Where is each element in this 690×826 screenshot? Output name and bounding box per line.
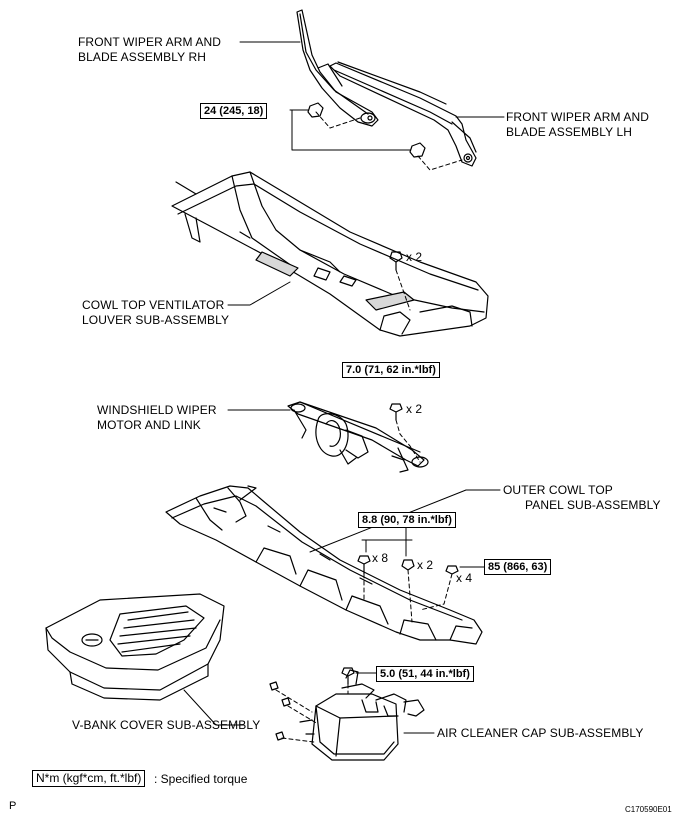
louver-clip-drawing	[389, 251, 403, 271]
air-cleaner-bolt-drawing	[269, 667, 355, 741]
label-wiper-rh-line2: BLADE ASSEMBLY RH	[78, 50, 206, 64]
qty-motor-bolt: x 2	[406, 402, 423, 416]
label-wiper-rh-line1: FRONT WIPER ARM AND	[78, 35, 222, 49]
wiper-motor-drawing	[287, 401, 429, 473]
label-wiper-rh: FRONT WIPER ARM AND BLADE ASSEMBLY RH	[78, 35, 221, 65]
label-vbank-cover: V-BANK COVER SUB-ASSEMBLY	[72, 718, 261, 732]
label-cowl-louver-line1: COWL TOP VENTILATOR	[82, 298, 225, 312]
outer-cowl-panel-drawing	[165, 485, 483, 645]
qty-cowl-nut: x 4	[456, 571, 473, 585]
torque-outer-cowl-nut: 85 (866, 63)	[484, 559, 552, 575]
label-cowl-louver-line2: LOUVER SUB-ASSEMBLY	[82, 313, 230, 327]
air-cleaner-drawing	[299, 669, 425, 761]
label-cowl-louver: COWL TOP VENTILATOR LOUVER SUB-ASSEMBLY	[82, 298, 229, 328]
label-outer-cowl-line1: OUTER COWL TOP	[503, 483, 613, 497]
legend-unit-box: N*m (kgf*cm, ft.*lbf)	[32, 770, 146, 787]
motor-bolt-drawing	[389, 403, 403, 421]
outer-cowl-fasteners-drawing	[357, 555, 459, 575]
qty-cowl-bolt: x 8	[372, 551, 389, 565]
label-wiper-motor-line1: WINDSHIELD WIPER	[97, 403, 217, 417]
torque-outer-cowl-bolt: 8.8 (90, 78 in.*lbf)	[358, 512, 456, 528]
cowl-louver-drawing	[171, 171, 489, 337]
figure-id: C170590E01	[625, 805, 672, 814]
torque-wiper-nut: 24 (245, 18)	[200, 103, 268, 119]
corner-mark-p: P	[9, 800, 17, 812]
qty-louver-clip: x 2	[406, 250, 423, 264]
label-outer-cowl-line2: PANEL SUB-ASSEMBLY	[525, 498, 661, 512]
torque-air-cleaner-bolt: 5.0 (51, 44 in.*lbf)	[376, 666, 474, 682]
wiper-nut-drawing	[307, 102, 426, 158]
qty-cowl-clip: x 2	[417, 558, 434, 572]
label-wiper-lh-line1: FRONT WIPER ARM AND	[506, 110, 650, 124]
label-wiper-motor-line2: MOTOR AND LINK	[97, 418, 201, 432]
label-wiper-lh: FRONT WIPER ARM AND BLADE ASSEMBLY LH	[506, 110, 649, 140]
wiper-arm-lh-drawing	[329, 61, 477, 167]
label-wiper-lh-line2: BLADE ASSEMBLY LH	[506, 125, 632, 139]
label-air-cleaner: AIR CLEANER CAP SUB-ASSEMBLY	[437, 726, 644, 740]
vbank-cover-drawing	[45, 593, 225, 701]
legend-text: : Specified torque	[154, 772, 248, 786]
assembly-guide-lines	[275, 111, 463, 743]
torque-motor-bolt: 7.0 (71, 62 in.*lbf)	[342, 362, 440, 378]
leader-lines	[183, 41, 505, 734]
label-outer-cowl: OUTER COWL TOP PANEL SUB-ASSEMBLY	[503, 483, 661, 513]
wiper-arm-rh-drawing	[296, 9, 379, 127]
label-wiper-motor: WINDSHIELD WIPER MOTOR AND LINK	[97, 403, 217, 433]
